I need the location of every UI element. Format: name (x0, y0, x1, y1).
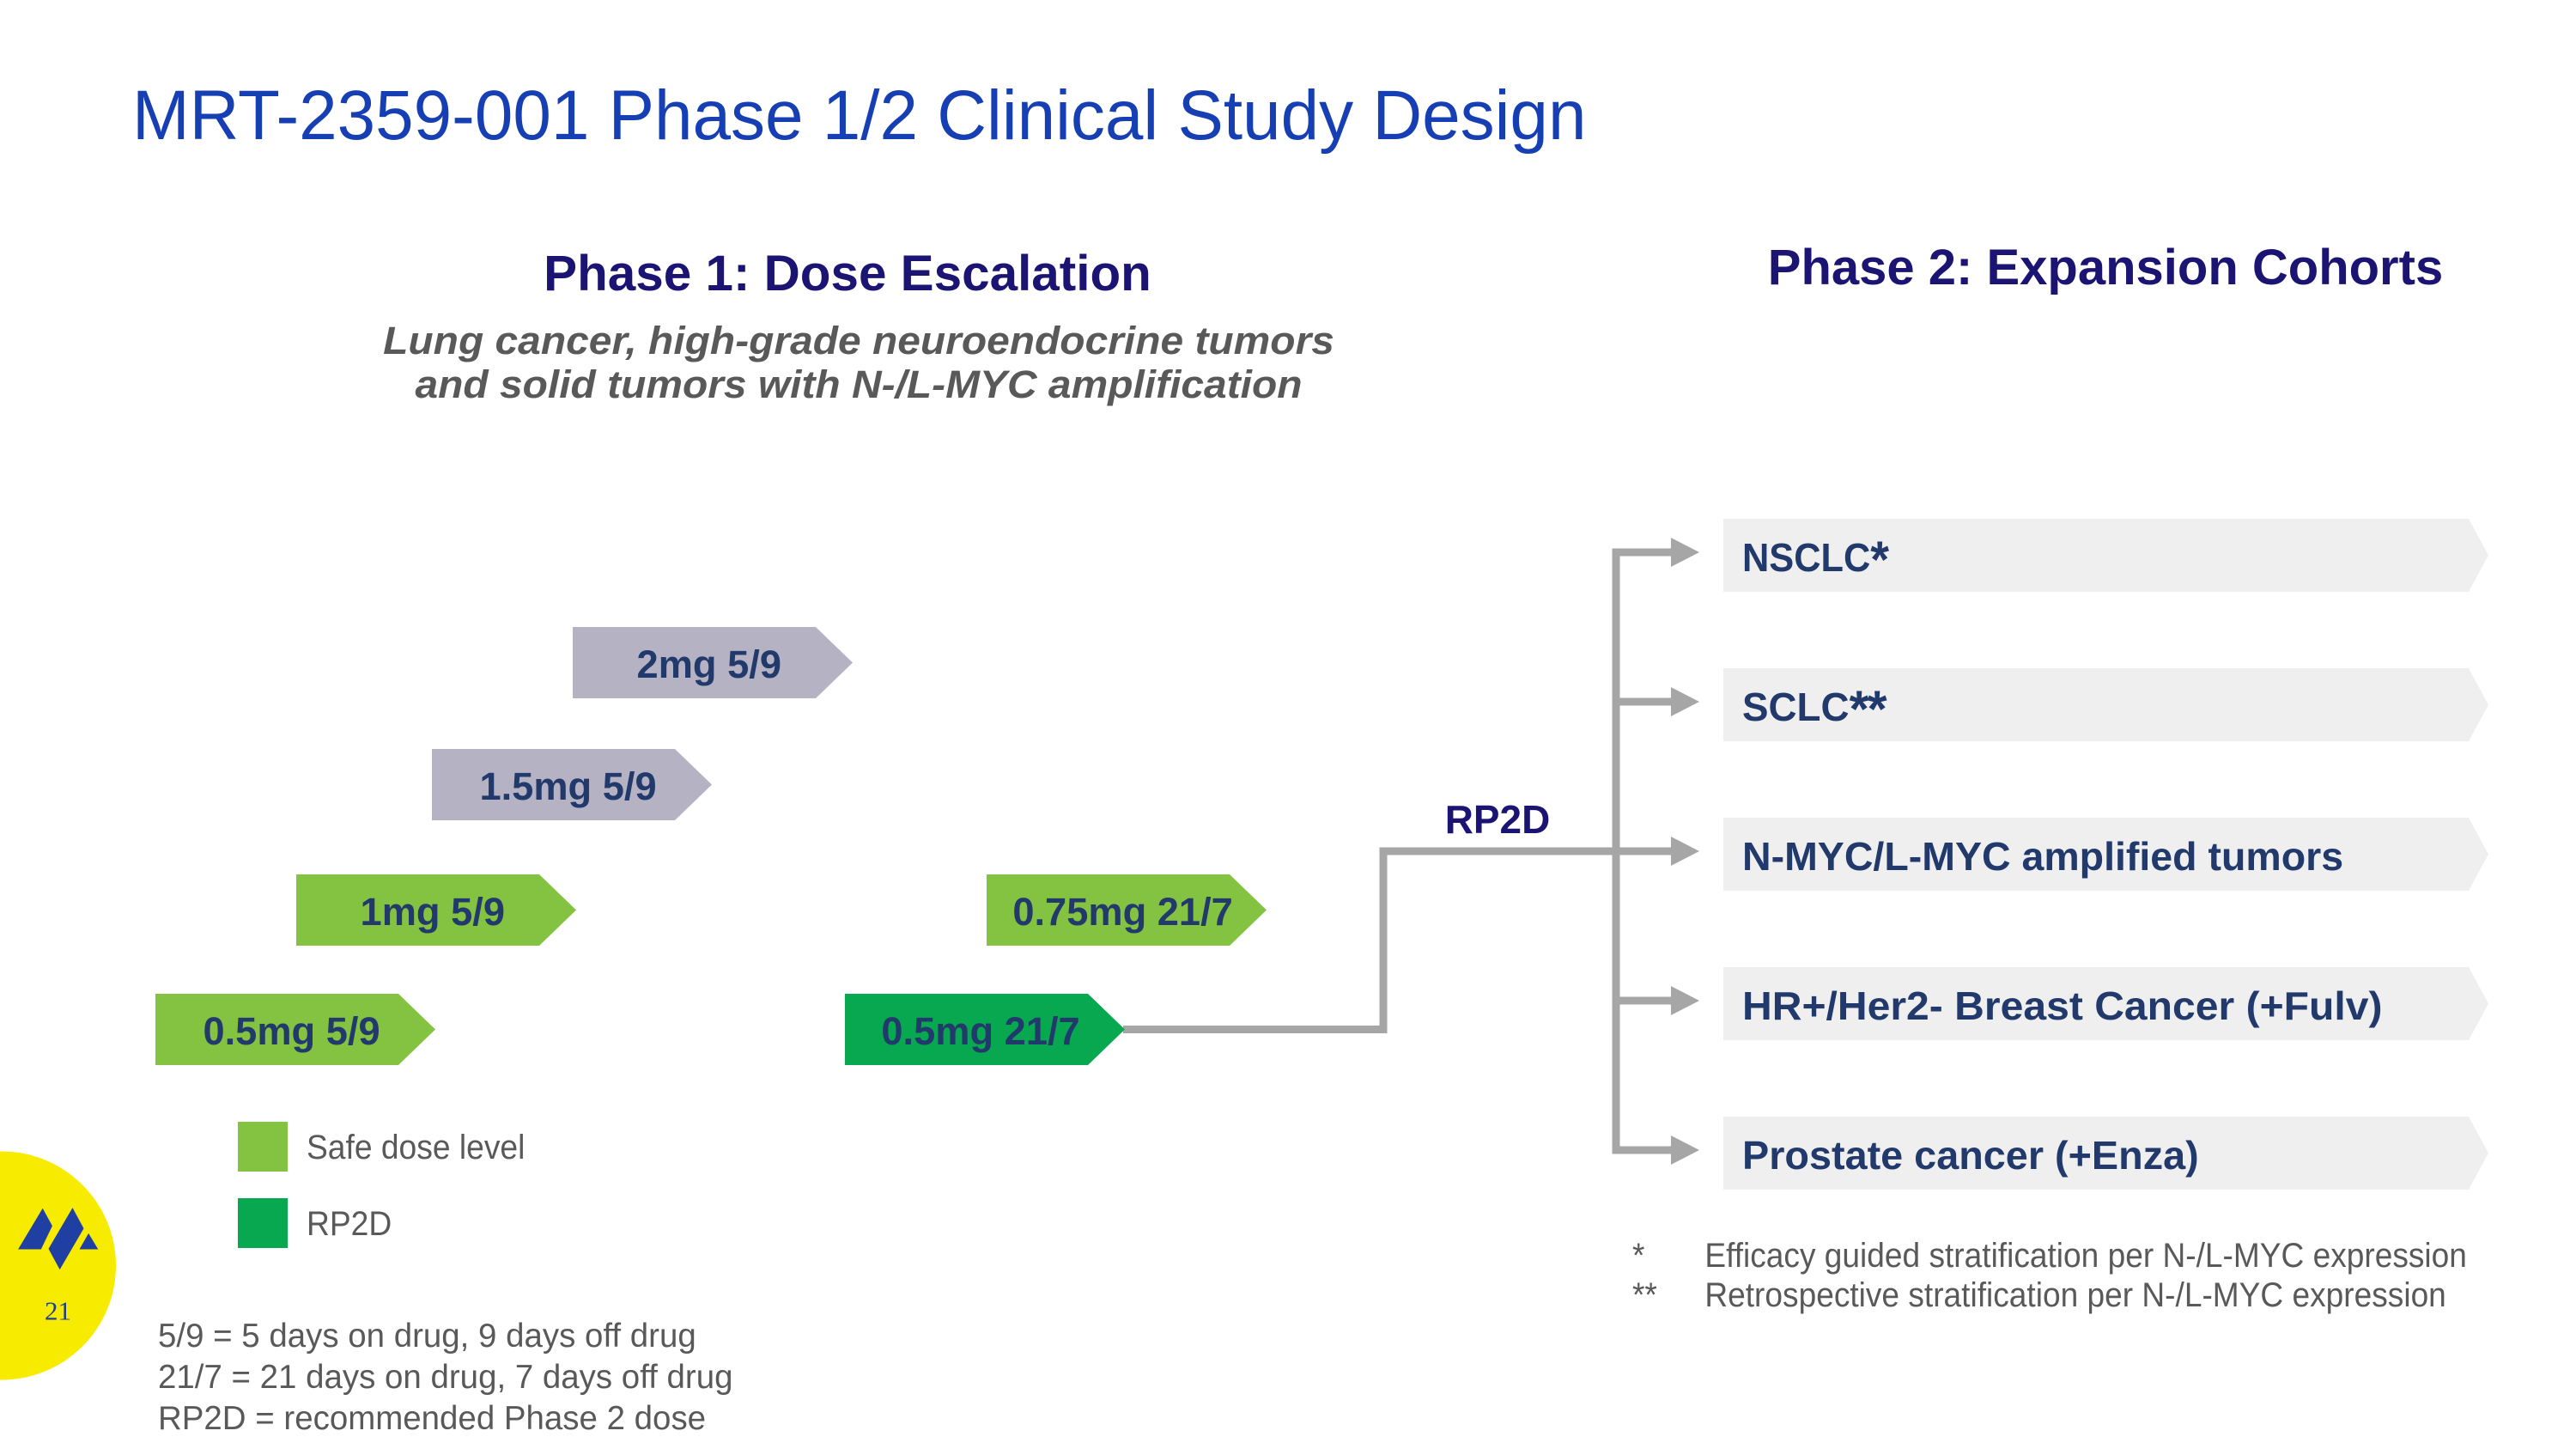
svg-text:21: 21 (45, 1296, 71, 1326)
